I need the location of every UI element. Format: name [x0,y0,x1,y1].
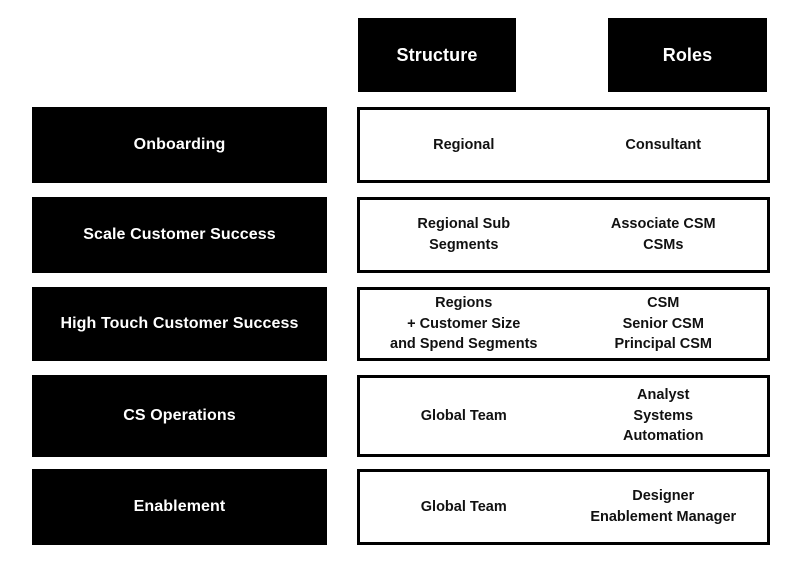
category-label-text: High Touch Customer Success [60,315,299,332]
row-content-onboarding: Regional Consultant [357,107,770,183]
cell-structure-high-touch-customer-success: Regions + Customer Size and Spend Segmen… [360,293,564,355]
row-content-high-touch-customer-success: Regions + Customer Size and Spend Segmen… [357,287,770,361]
column-header-roles: Roles [608,18,767,92]
cell-roles-cs-operations: Analyst Systems Automation [564,385,768,447]
cell-line: Associate CSM [610,216,716,233]
cell-line: Regional [433,136,495,153]
cell-structure-cs-operations: Global Team [360,406,564,427]
cell-line: Segments [429,237,499,253]
cell-structure-onboarding: Regional [360,135,564,156]
cell-line: Senior CSM [622,315,704,332]
row-content-scale-customer-success: Regional Sub Segments Associate CSM CSMs [357,197,770,273]
cell-roles-onboarding: Consultant [564,135,768,156]
column-header-roles-label: Roles [662,44,713,65]
column-header-structure-label: Structure [396,44,478,65]
cell-line: CSM [647,295,680,312]
cell-structure-enablement: Global Team [360,497,564,518]
cell-line: and Spend Segments [390,336,538,353]
category-label-text: CS Operations [123,407,236,424]
category-label-text: Scale Customer Success [83,226,276,243]
category-label-cs-operations: CS Operations [32,375,327,457]
cell-line: + Customer Size [407,315,521,332]
cell-line: Regions [435,295,493,312]
cell-roles-high-touch-customer-success: CSM Senior CSM Principal CSM [564,293,768,355]
cell-roles-scale-customer-success: Associate CSM CSMs [564,214,768,255]
cell-line: Automation [622,428,704,445]
cell-line: Regional Sub [417,216,511,233]
cell-line: Consultant [625,136,702,153]
category-label-text: Enablement [133,498,226,515]
column-header-structure: Structure [358,18,516,92]
cell-line: Analyst [637,387,690,404]
cell-line: Systems [633,407,694,424]
cell-line: Principal CSM [614,336,713,353]
cell-line: Global Team [420,498,507,515]
row-content-enablement: Global Team Designer Enablement Manager [357,469,770,545]
cell-structure-scale-customer-success: Regional Sub Segments [360,214,564,255]
cell-line: CSMs [643,237,684,253]
cell-line: Designer [632,488,695,505]
category-label-scale-customer-success: Scale Customer Success [32,197,327,273]
cell-roles-enablement: Designer Enablement Manager [564,486,768,527]
cell-line: Enablement Manager [590,509,737,525]
category-label-text: Onboarding [133,136,226,153]
category-label-high-touch-customer-success: High Touch Customer Success [32,287,327,361]
category-label-onboarding: Onboarding [32,107,327,183]
row-content-cs-operations: Global Team Analyst Systems Automation [357,375,770,457]
category-label-enablement: Enablement [32,469,327,545]
cell-line: Global Team [420,407,507,424]
